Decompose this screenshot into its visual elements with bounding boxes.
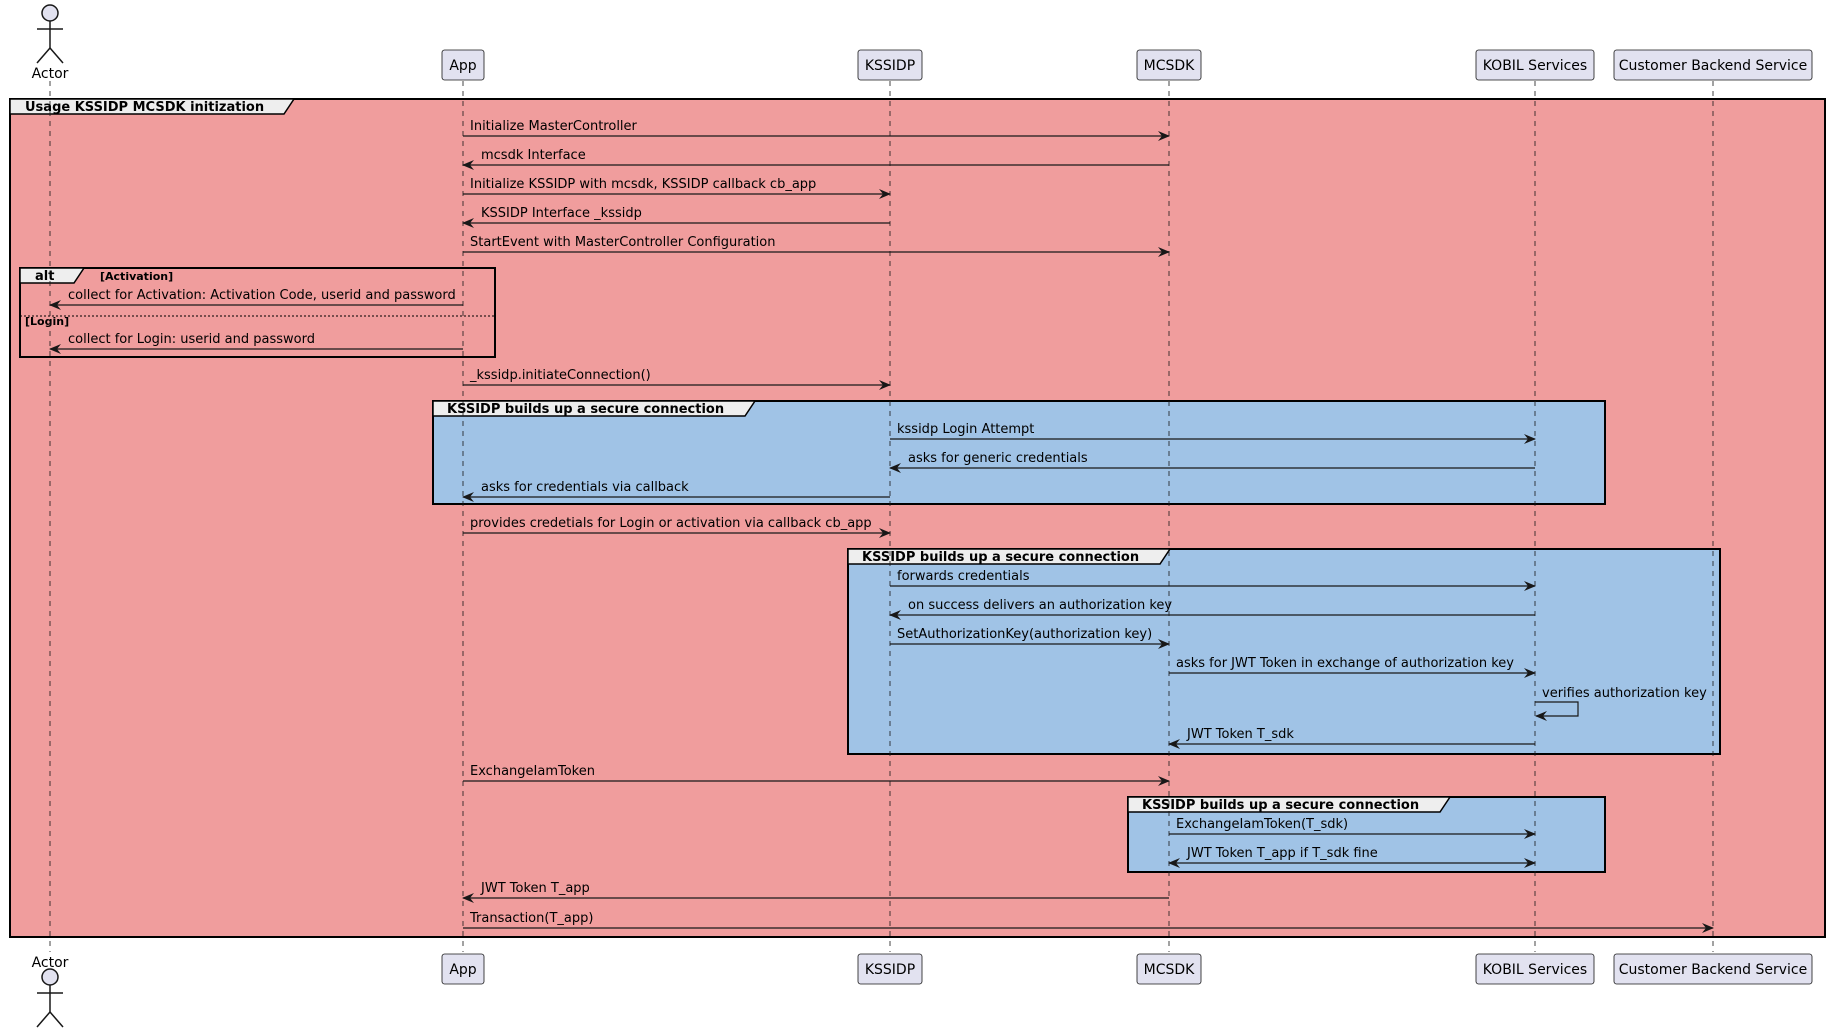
message-10-label: asks for generic credentials bbox=[908, 451, 1088, 466]
participant-label-backend-top: Customer Backend Service bbox=[1619, 58, 1808, 74]
inner-group-title: KSSIDP builds up a secure connection bbox=[1142, 798, 1419, 813]
message-18-label: JWT Token T_sdk bbox=[1186, 727, 1294, 742]
message-3-label: Initialize KSSIDP with mcsdk, KSSIDP cal… bbox=[470, 177, 816, 192]
participant-box-backend-top bbox=[1613, 49, 1813, 81]
participant-label-kobil-bottom: KOBIL Services bbox=[1483, 962, 1587, 978]
inner-group-title: KSSIDP builds up a secure connection bbox=[447, 402, 724, 417]
alt-frame bbox=[19, 267, 496, 358]
message-2-label: mcsdk Interface bbox=[481, 148, 586, 163]
actor-figure-top bbox=[36, 4, 64, 64]
message-4-label: KSSIDP Interface _kssidp bbox=[481, 206, 642, 221]
message-9-label: kssidp Login Attempt bbox=[897, 422, 1034, 437]
alt-tab bbox=[19, 267, 86, 284]
message-12-label: provides credetials for Login or activat… bbox=[470, 516, 872, 531]
participant-label-app-bottom: App bbox=[449, 962, 476, 978]
message-17-label: verifies authorization key bbox=[1542, 686, 1707, 701]
participant-label-backend-bottom: Customer Backend Service bbox=[1619, 962, 1808, 978]
outer-group-tab bbox=[9, 98, 296, 115]
message-23-label: Transaction(T_app) bbox=[469, 911, 593, 926]
participant-label-kobil-top: KOBIL Services bbox=[1483, 58, 1587, 74]
message-19-label: ExchangeIamToken bbox=[470, 764, 595, 779]
inner-group-tab bbox=[432, 400, 757, 417]
participant-label-kssidp-top: KSSIDP bbox=[865, 58, 915, 74]
message-15-label: SetAuthorizationKey(authorization key) bbox=[897, 627, 1152, 642]
participant-box-mcsdk-top bbox=[1136, 49, 1202, 81]
message-22-label: JWT Token T_app bbox=[480, 881, 590, 896]
participant-box-app-top bbox=[441, 49, 485, 81]
participant-label-app-top: App bbox=[449, 58, 476, 74]
inner-group-title: KSSIDP builds up a secure connection bbox=[862, 550, 1139, 565]
alt-condition-activation: [Activation] bbox=[100, 270, 173, 283]
participant-box-kobil-bottom bbox=[1475, 953, 1595, 985]
inner-group-tab bbox=[1127, 796, 1452, 813]
message-7-label: collect for Login: userid and password bbox=[68, 332, 315, 347]
participant-label-kssidp-bottom: KSSIDP bbox=[865, 962, 915, 978]
message-13-label: forwards credentials bbox=[897, 569, 1030, 584]
participant-box-backend-bottom bbox=[1613, 953, 1813, 985]
alt-condition-login: [Login] bbox=[25, 315, 69, 328]
participant-box-kobil-top bbox=[1475, 49, 1595, 81]
inner-group-frame bbox=[432, 400, 1606, 505]
message-8-label: _kssidp.initiateConnection() bbox=[469, 368, 651, 383]
message-21-label: JWT Token T_app if T_sdk fine bbox=[1186, 846, 1378, 861]
message-5-label: StartEvent with MasterController Configu… bbox=[470, 235, 775, 250]
message-11-label: asks for credentials via callback bbox=[481, 480, 689, 495]
participant-label-mcsdk-top: MCSDK bbox=[1144, 58, 1196, 74]
message-17-arrow bbox=[1535, 701, 1579, 721]
inner-group-frame bbox=[847, 548, 1721, 755]
message-1-label: Initialize MasterController bbox=[470, 119, 638, 134]
participant-box-kssidp-bottom bbox=[857, 953, 923, 985]
message-20-label: ExchangeIamToken(T_sdk) bbox=[1176, 817, 1348, 832]
message-6-label: collect for Activation: Activation Code,… bbox=[68, 288, 456, 303]
participant-box-kssidp-top bbox=[857, 49, 923, 81]
participant-box-mcsdk-bottom bbox=[1136, 953, 1202, 985]
alt-keyword: alt bbox=[35, 269, 54, 284]
participant-box-app-bottom bbox=[441, 953, 485, 985]
participant-label-actor-top: Actor bbox=[32, 66, 69, 82]
participant-label-mcsdk-bottom: MCSDK bbox=[1144, 962, 1196, 978]
actor-figure-bottom bbox=[36, 968, 64, 1028]
participant-label-actor-bottom: Actor bbox=[32, 955, 69, 971]
message-16-label: asks for JWT Token in exchange of author… bbox=[1176, 656, 1514, 671]
inner-group-tab bbox=[847, 548, 1172, 565]
outer-group-title: Usage KSSIDP MCSDK initization bbox=[25, 100, 264, 115]
message-14-label: on success delivers an authorization key bbox=[908, 598, 1172, 613]
